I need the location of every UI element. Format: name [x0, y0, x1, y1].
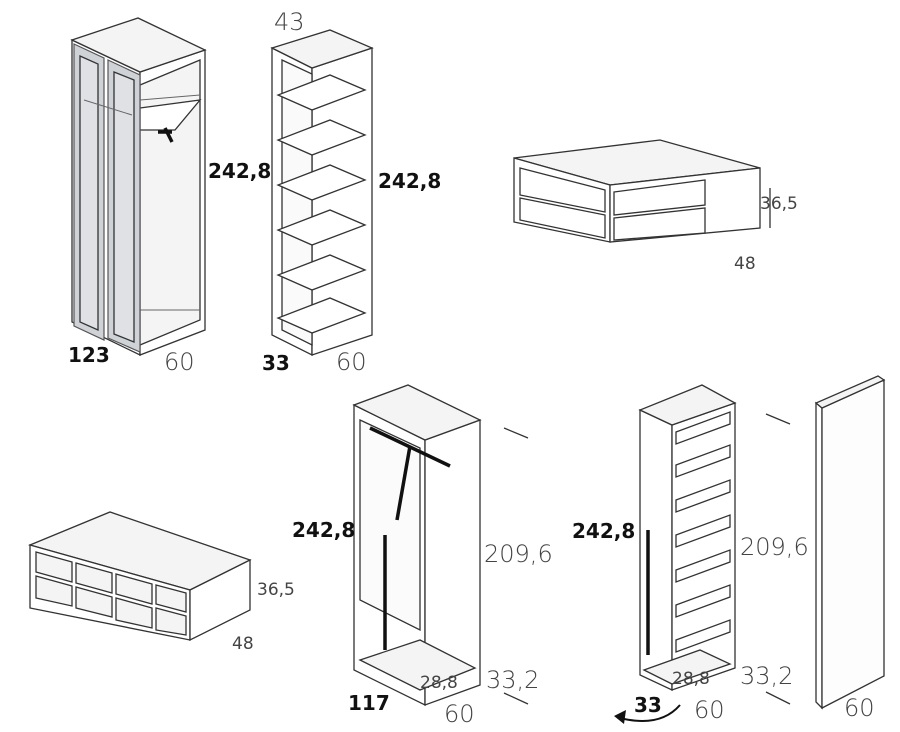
shelf-unit-height-right: 242,8: [378, 169, 441, 193]
rotation-arrow: [619, 704, 681, 722]
drawer-bench-depth: 48: [734, 254, 756, 274]
wardrobe-rod-inner-width: 33,2: [486, 666, 539, 694]
cube-bench-depth: 48: [232, 634, 254, 654]
cube-bench: 36,5 48: [28, 511, 295, 654]
cube-bench-height: 36,5: [257, 580, 295, 600]
drawer-bench-height: 36,5: [760, 194, 798, 214]
wardrobe-rod-width: 117: [348, 691, 390, 715]
wardrobe-shelves-height: 242,8: [572, 519, 635, 543]
shelf-unit: 43 242,8 242,8 33 60: [208, 8, 441, 376]
wardrobe-glass-depth: 60: [164, 348, 195, 376]
wardrobe-shelves: 242,8 209,6 28,8 33,2 33 60: [572, 384, 809, 724]
wardrobe-shelves-inner-width: 33,2: [740, 662, 793, 690]
wardrobe-rod-inner-height: 209,6: [484, 540, 553, 568]
wardrobe-shelves-inner-height: 209,6: [740, 533, 809, 561]
drawer-bench: 36,5 48: [513, 139, 798, 274]
rotation-arrow-head: [614, 710, 626, 724]
cube-cells: [35, 551, 187, 636]
wardrobe-rod-inner-depth: 28,8: [420, 673, 458, 693]
shelves: [276, 74, 367, 334]
wardrobe-glass-width: 123: [68, 343, 110, 367]
side-panel-depth: 60: [844, 694, 875, 722]
side-panel: 60: [814, 375, 886, 722]
wardrobe-hanging-rod: 242,8 209,6 117 28,8 33,2 60: [292, 384, 553, 728]
wardrobe-shelves-depth: 60: [694, 696, 725, 724]
wardrobe-glass-doors: 123 60: [68, 17, 207, 376]
wardrobe-shelves-inner-depth: 28,8: [672, 669, 710, 689]
wardrobe-rod-depth: 60: [444, 700, 475, 728]
wardrobe-shelves-width: 33: [634, 693, 662, 717]
wardrobe-rod-height: 242,8: [292, 518, 355, 542]
shelf-unit-height-left: 242,8: [208, 159, 271, 183]
shelf-unit-depth: 60: [336, 348, 367, 376]
shelf-unit-top: 43: [274, 8, 305, 36]
shelf-unit-width: 33: [262, 351, 290, 375]
wardrobe-shelf-planks: [675, 411, 731, 653]
